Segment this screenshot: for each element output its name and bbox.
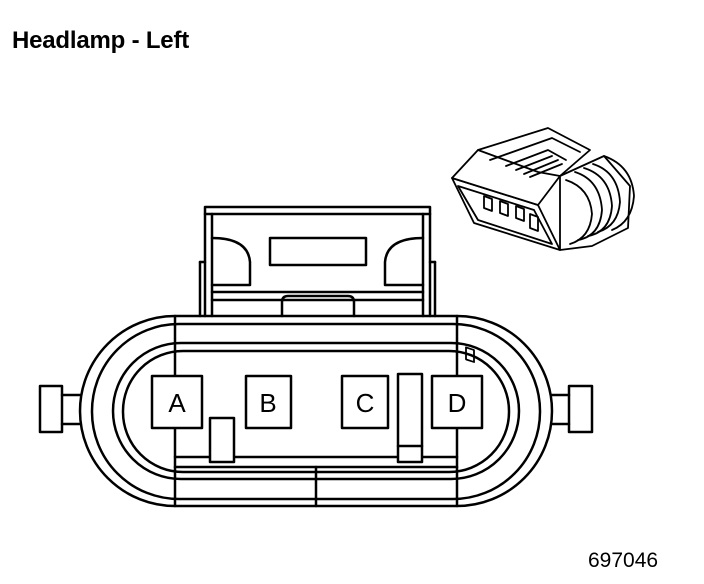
latch-slot <box>268 236 368 267</box>
connector-face: A B C D <box>38 205 594 508</box>
polarizing-key-left <box>208 416 236 464</box>
pin-cavity-b: B <box>244 374 293 430</box>
page-title: Headlamp - Left <box>12 27 190 54</box>
left-mounting-ear <box>38 384 82 434</box>
pin-label-a: A <box>168 388 186 418</box>
latch-housing <box>198 205 437 318</box>
pin-label-b: B <box>259 388 276 418</box>
figure-number: 697046 <box>588 549 659 572</box>
pin-cavity-d: D <box>430 374 484 430</box>
pin-label-d: D <box>448 388 467 418</box>
pin-label-c: C <box>356 388 375 418</box>
right-mounting-ear <box>550 384 594 434</box>
pin-cavity-c: C <box>340 374 390 430</box>
pin-cavity-a: A <box>150 374 204 430</box>
polarizing-key-right <box>396 372 424 464</box>
connector-thumbnail <box>451 127 635 363</box>
